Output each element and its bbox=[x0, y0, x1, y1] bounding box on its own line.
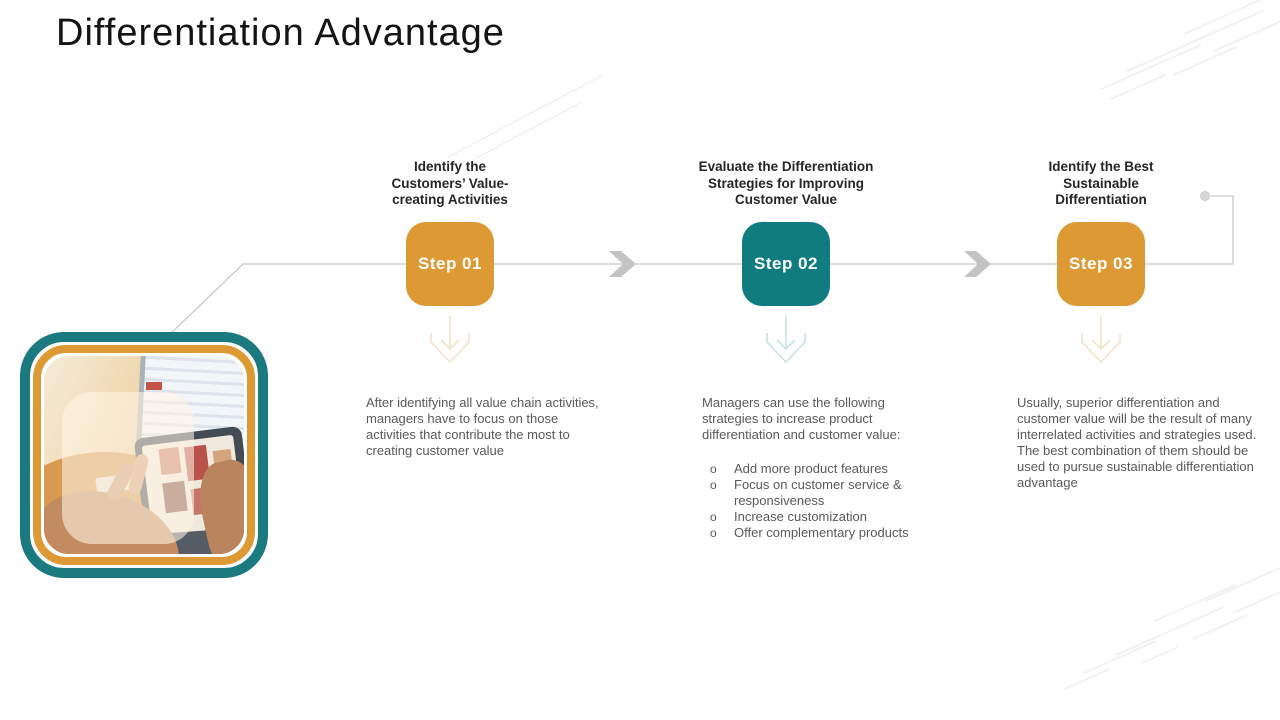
decor-streak bbox=[447, 74, 602, 159]
list-item: o Increase customization bbox=[710, 509, 942, 525]
decor-streak bbox=[1184, 0, 1280, 35]
down-arrow-icon bbox=[430, 316, 470, 364]
bullet-text: Increase customization bbox=[734, 509, 867, 524]
photo-frame bbox=[20, 332, 268, 578]
laptop-screen-detail bbox=[146, 382, 162, 390]
step-box-03: Step 03 bbox=[1057, 222, 1145, 306]
step-box-02: Step 02 bbox=[742, 222, 830, 306]
step-column-2: Evaluate the Differentiation Strategies … bbox=[646, 155, 926, 575]
step-heading: Identify the Customers’ Value- creating … bbox=[391, 159, 509, 207]
bullet-marker: o bbox=[710, 510, 717, 524]
decor-streak bbox=[1172, 45, 1238, 77]
step-description: Usually, superior differentiation and cu… bbox=[1017, 395, 1257, 490]
down-arrow-icon bbox=[766, 316, 806, 364]
step-column-1: Identify the Customers’ Value- creating … bbox=[310, 155, 599, 575]
page-title: Differentiation Advantage bbox=[56, 12, 505, 54]
step-heading: Evaluate the Differentiation Strategies … bbox=[698, 159, 874, 207]
step-label: Step 01 bbox=[418, 254, 482, 273]
strategy-bullet-list: o Add more product features o Focus on c… bbox=[702, 461, 942, 541]
step-label: Step 03 bbox=[1069, 254, 1133, 273]
step-label: Step 02 bbox=[754, 254, 818, 273]
down-arrow-icon bbox=[1081, 316, 1121, 364]
list-item: o Focus on customer service & responsive… bbox=[710, 477, 942, 509]
chevron-right-icon bbox=[609, 251, 636, 277]
decor-streak bbox=[1232, 587, 1280, 615]
photo-frame-inner-ring bbox=[33, 345, 255, 565]
step-box-01: Step 01 bbox=[406, 222, 494, 306]
step-description: Managers can use the following strategie… bbox=[702, 395, 901, 442]
bullet-text: Focus on customer service & responsivene… bbox=[734, 477, 902, 508]
bullet-text: Offer complementary products bbox=[734, 525, 909, 540]
bullet-text: Add more product features bbox=[734, 461, 888, 476]
decor-streak bbox=[1213, 17, 1280, 53]
tablet-hands-photo bbox=[44, 356, 244, 554]
bullet-marker: o bbox=[710, 478, 717, 492]
list-item: o Add more product features bbox=[710, 461, 942, 477]
decor-streak bbox=[1110, 73, 1166, 101]
bullet-marker: o bbox=[710, 526, 717, 540]
translucent-overlay bbox=[62, 392, 194, 544]
step-column-3: Identify the Best Sustainable Differenti… bbox=[961, 155, 1256, 575]
list-item: o Offer complementary products bbox=[710, 525, 942, 541]
decor-streak bbox=[1141, 645, 1179, 665]
step-heading: Identify the Best Sustainable Differenti… bbox=[1048, 159, 1154, 207]
decor-streak bbox=[474, 101, 582, 160]
step-description: After identifying all value chain activi… bbox=[366, 395, 599, 458]
decor-streak bbox=[1083, 639, 1157, 675]
decor-streak bbox=[1153, 583, 1237, 623]
bullet-marker: o bbox=[710, 462, 717, 476]
